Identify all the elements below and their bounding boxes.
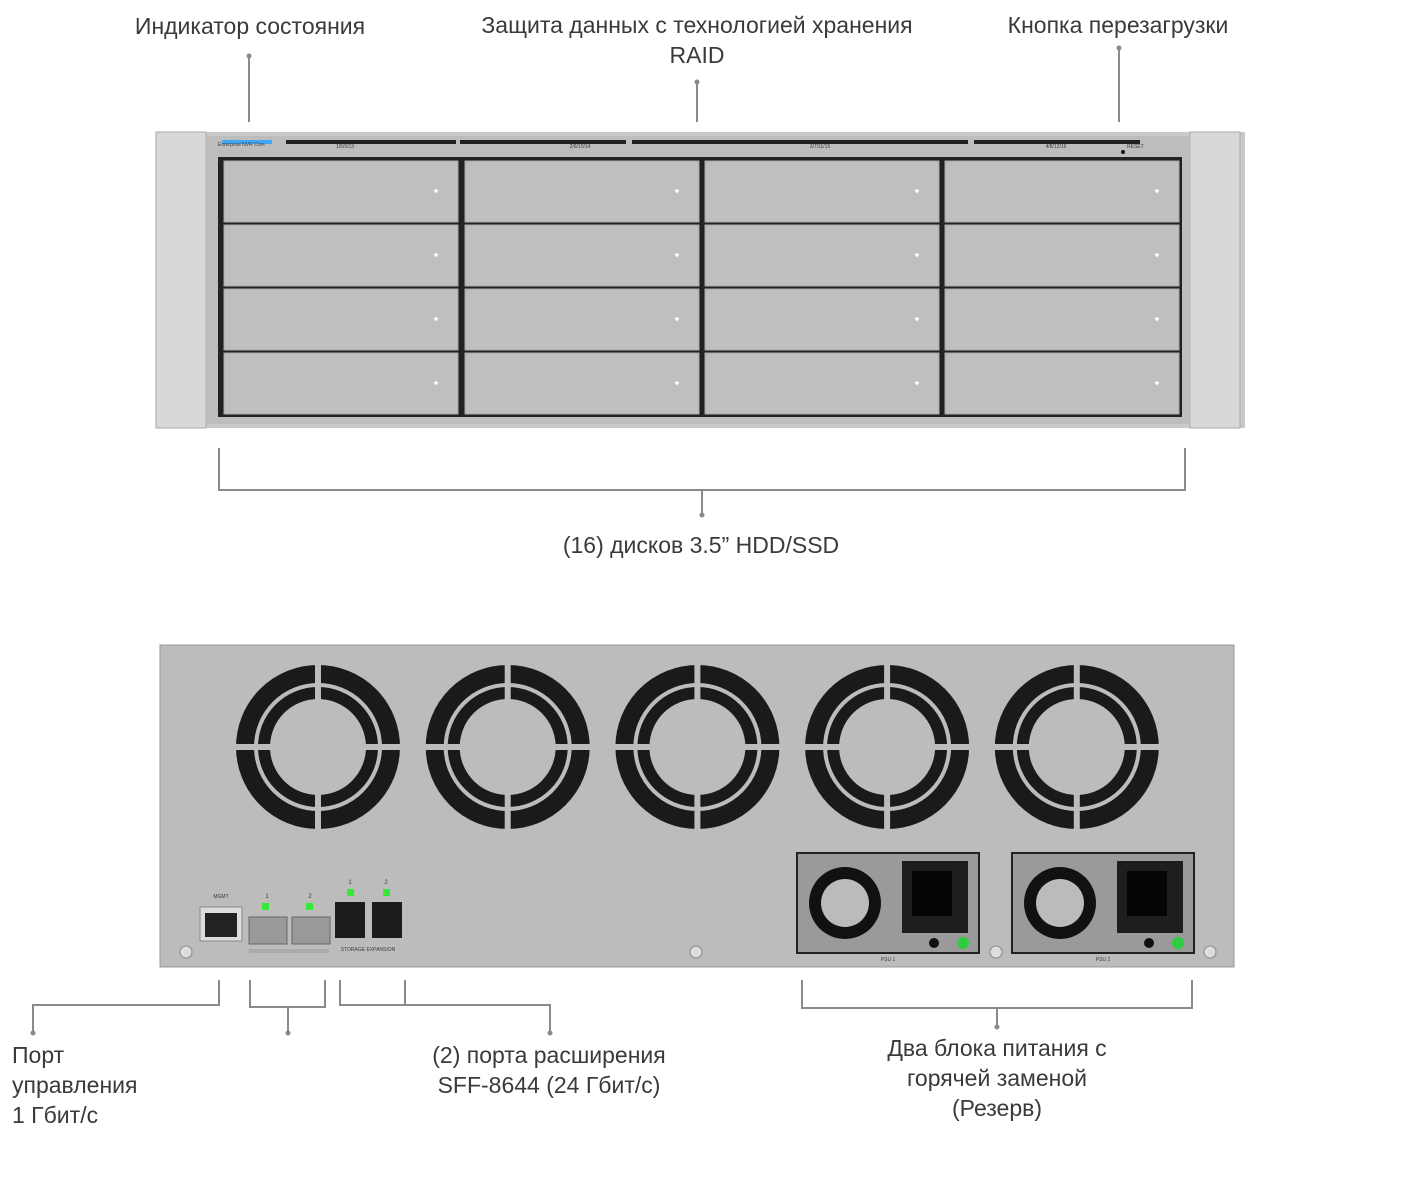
top-vent-slots <box>286 140 1140 144</box>
callout-psu-line3: (Резерв) <box>951 1095 1043 1121</box>
drive-bay[interactable] <box>704 224 940 287</box>
callout-expansion-line2: SFF-8644 (24 Гбит/с) <box>437 1072 661 1098</box>
status-led <box>222 140 272 144</box>
fan-grille-icon <box>613 663 782 831</box>
psu-label: PSU 2 <box>1095 957 1111 963</box>
fan-grille-icon <box>423 663 592 831</box>
sfp-led-2 <box>306 903 313 910</box>
fan-grille-icon <box>992 663 1161 831</box>
drive-bay[interactable] <box>223 288 459 351</box>
sfp-port-1[interactable] <box>248 916 288 945</box>
sfp-label: 1 <box>265 894 269 900</box>
drive-led <box>434 189 438 193</box>
drive-bay[interactable] <box>944 352 1180 415</box>
storage-led-2 <box>383 889 390 896</box>
brand-label: Enterprise NVR Core <box>218 142 265 148</box>
drive-led <box>915 253 919 257</box>
drive-bay[interactable] <box>704 352 940 415</box>
callout-raid-line1: Защита данных с технологией хранения <box>481 12 913 38</box>
drive-bay[interactable] <box>464 160 700 223</box>
callout-reset-button: Кнопка перезагрузки <box>1007 12 1229 38</box>
drive-bay[interactable] <box>944 288 1180 351</box>
drive-led <box>915 381 919 385</box>
callout-status-indicator: Индикатор состояния <box>134 13 366 39</box>
drive-bay[interactable] <box>704 288 940 351</box>
front-chassis <box>155 131 1245 429</box>
sff8644-port-1[interactable] <box>335 902 365 938</box>
drive-led <box>434 381 438 385</box>
storage-led-1 <box>347 889 354 896</box>
drive-bay[interactable] <box>464 224 700 287</box>
slot-label: 1/5/9/13 <box>335 144 355 150</box>
callout-raid-line2: RAID <box>669 42 725 68</box>
callout-mgmt-line2: управления <box>12 1072 138 1098</box>
callout-mgmt-line3: 1 Гбит/с <box>12 1102 99 1128</box>
drive-led <box>675 381 679 385</box>
storage-label: 2 <box>384 880 388 886</box>
sfp-label: 2 <box>308 894 312 900</box>
drive-led <box>1155 253 1159 257</box>
rear-chassis <box>159 644 1235 968</box>
drive-bay[interactable] <box>223 352 459 415</box>
callout-lines <box>32 48 1193 1033</box>
drive-led <box>675 317 679 321</box>
drive-led <box>675 189 679 193</box>
sfp-port-2[interactable] <box>291 916 331 945</box>
drive-led <box>434 253 438 257</box>
psu-label: PSU 1 <box>880 957 896 963</box>
drive-led <box>915 189 919 193</box>
slot-label: 2/6/10/14 <box>569 144 591 150</box>
drive-led <box>915 317 919 321</box>
drive-bay[interactable] <box>464 288 700 351</box>
drive-led <box>675 253 679 257</box>
slot-label: 4/8/12/16 <box>1045 144 1067 150</box>
callout-mgmt-line1: Порт <box>12 1042 65 1068</box>
slot-label: 3/7/11/15 <box>809 144 831 150</box>
drive-bay[interactable] <box>223 160 459 223</box>
drive-bay[interactable] <box>704 160 940 223</box>
drive-bay[interactable] <box>464 352 700 415</box>
storage-expansion-label: STORAGE EXPANSION <box>340 947 396 953</box>
storage-label: 1 <box>348 880 352 886</box>
drive-bay[interactable] <box>944 224 1180 287</box>
callout-expansion-line1: (2) порта расширения <box>432 1042 666 1068</box>
sfp-led-1 <box>262 903 269 910</box>
drive-bay[interactable] <box>944 160 1180 223</box>
sff8644-port-2[interactable] <box>372 902 402 938</box>
psu-1[interactable] <box>796 852 980 954</box>
drive-led <box>1155 317 1159 321</box>
psu-2[interactable] <box>1011 852 1195 954</box>
callout-psu-line1: Два блока питания с <box>887 1035 1107 1061</box>
drive-led <box>434 317 438 321</box>
drive-led <box>1155 189 1159 193</box>
reset-label: RESET <box>1127 144 1144 150</box>
drive-bay[interactable] <box>223 224 459 287</box>
callout-psu-line2: горячей заменой <box>907 1065 1087 1091</box>
fan-grille-icon <box>234 663 402 831</box>
reset-button[interactable] <box>1121 150 1125 154</box>
drive-led <box>1155 381 1159 385</box>
fan-grille-icon <box>803 663 972 831</box>
mgmt-label: MGMT <box>213 894 229 900</box>
callout-drives: (16) дисков 3.5” HDD/SSD <box>562 532 840 558</box>
